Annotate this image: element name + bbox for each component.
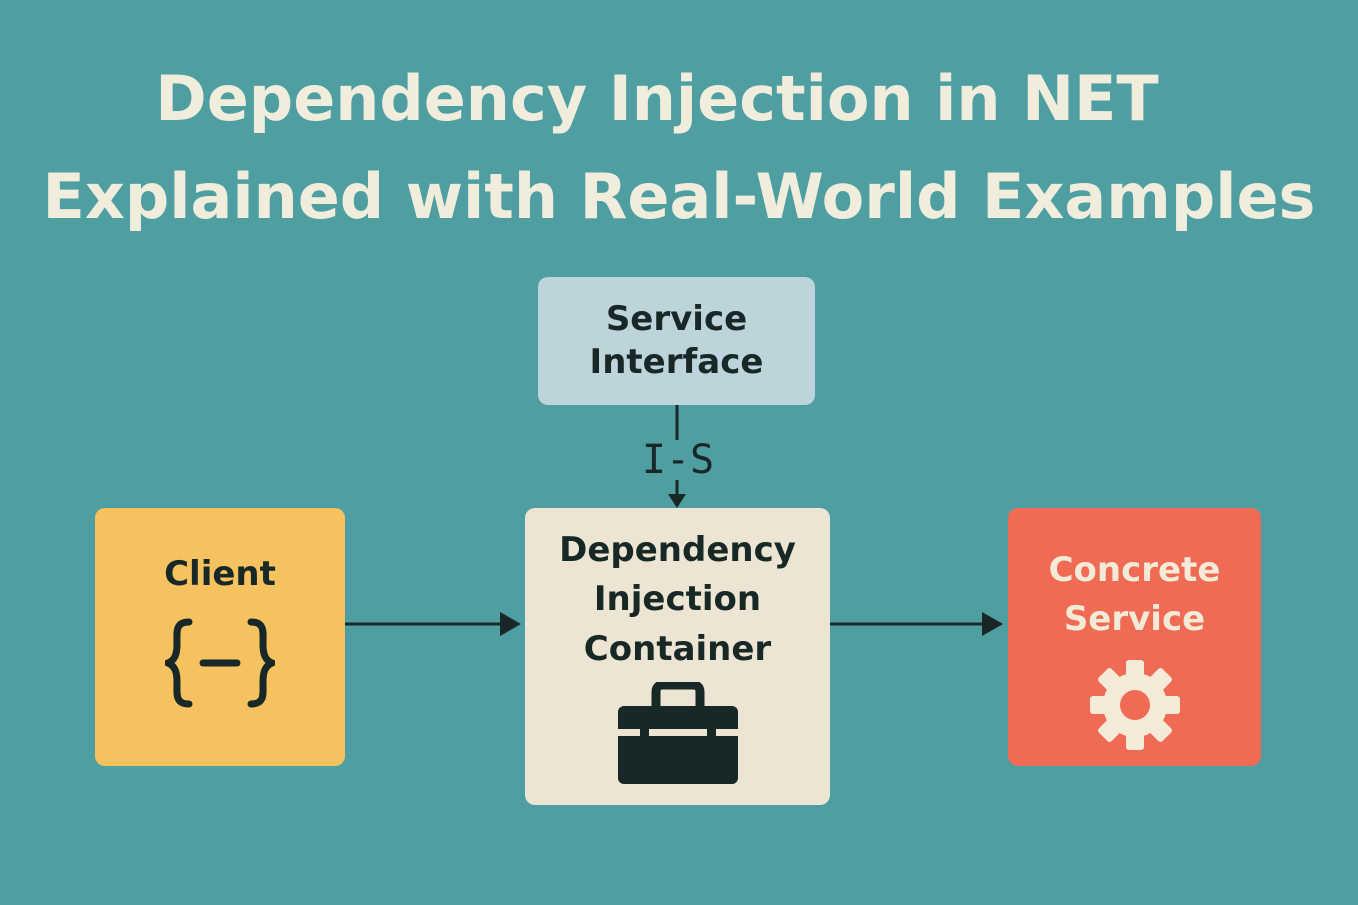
title-line-1: Dependency Injection in NET	[155, 62, 1159, 135]
concrete-service-label-line-2: Service	[1063, 598, 1206, 639]
curly-braces-icon	[165, 618, 275, 708]
toolbox-icon	[617, 681, 738, 784]
service-interface-node: Service Interface	[538, 277, 815, 405]
gear-icon	[1089, 660, 1180, 751]
container-label-line-2: Injection	[593, 579, 762, 620]
container-label-line-1: Dependency	[559, 530, 796, 570]
service-interface-label-line-2: Interface	[589, 342, 764, 382]
service-interface-label-line-1: Service	[605, 298, 748, 339]
concrete-service-node: Concrete Service	[1008, 508, 1261, 766]
container-to-concrete-arrowhead	[982, 612, 1003, 636]
client-node: Client	[95, 508, 345, 766]
concrete-service-label-line-1: Concrete	[1048, 550, 1221, 590]
interface-to-container-label: I-S	[640, 437, 716, 483]
client-label: Client	[164, 554, 276, 594]
title-line-2: Explained with Real-World Examples	[42, 160, 1316, 233]
di-container-node: Dependency Injection Container	[525, 508, 830, 805]
container-label-line-3: Container	[583, 628, 772, 669]
client-to-container-arrowhead	[500, 612, 521, 636]
interface-to-container-arrowhead	[668, 494, 686, 508]
